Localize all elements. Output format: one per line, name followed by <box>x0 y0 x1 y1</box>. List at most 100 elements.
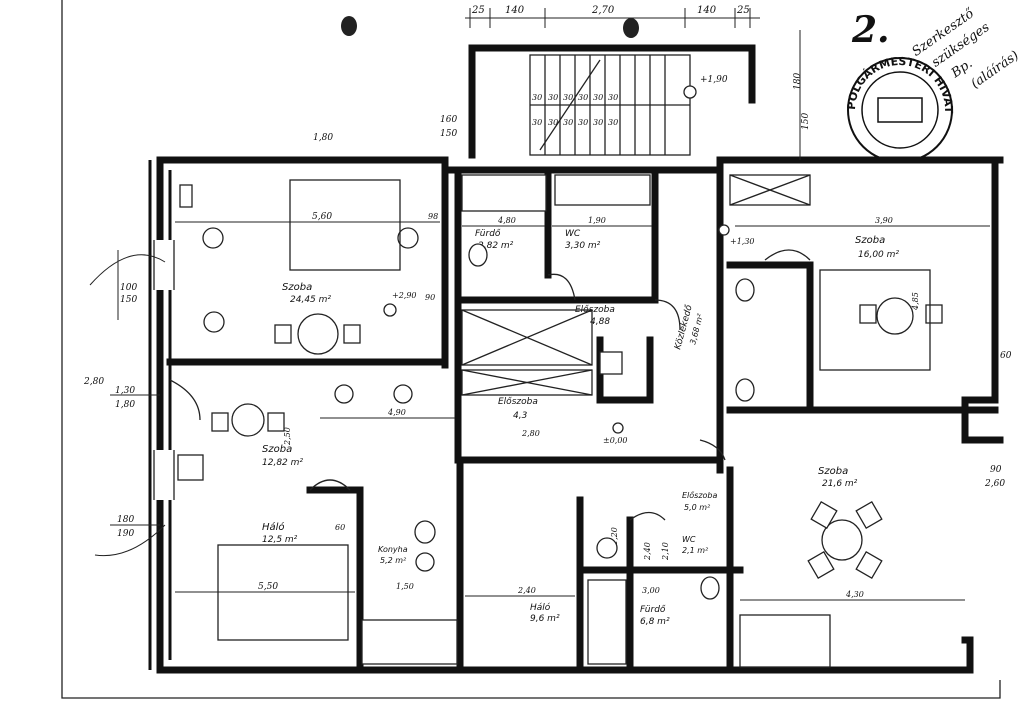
room-area: 21,6 m² <box>822 479 858 489</box>
svg-text:30: 30 <box>593 93 603 102</box>
furniture-living-room <box>179 179 419 355</box>
svg-text:98: 98 <box>428 212 438 221</box>
svg-text:30: 30 <box>548 93 558 102</box>
dim-label: 25 <box>471 5 485 16</box>
svg-text:150: 150 <box>120 295 137 305</box>
room-name: Szoba <box>818 466 848 477</box>
svg-text:30: 30 <box>608 118 618 127</box>
punch-hole <box>341 16 357 36</box>
room-area: 6,8 m² <box>640 617 670 627</box>
room-area: 5,0 m² <box>684 503 711 512</box>
svg-text:2,10: 2,10 <box>661 542 670 561</box>
svg-text:4,80: 4,80 <box>497 216 516 225</box>
room-name: Előszoba <box>682 491 718 500</box>
level-marks: +2,90 +1,30 ±0,00 <box>383 224 755 445</box>
room-area: 16,00 m² <box>858 250 899 260</box>
svg-text:±0,00: ±0,00 <box>603 436 628 445</box>
svg-text:1,80: 1,80 <box>115 400 135 410</box>
svg-text:3,00: 3,00 <box>642 586 660 595</box>
svg-text:180: 180 <box>793 73 803 90</box>
svg-text:(aláírás): (aláírás) <box>968 48 1021 92</box>
svg-text:2,40: 2,40 <box>517 586 536 595</box>
room-labels: Szoba 24,45 m² Fürdő 2,82 m² WC 3,30 m² … <box>262 229 899 627</box>
svg-text:100: 100 <box>120 283 137 293</box>
svg-text:2,80: 2,80 <box>521 429 540 438</box>
room-area: 4,3 <box>513 411 528 421</box>
svg-text:30: 30 <box>563 118 573 127</box>
svg-text:30: 30 <box>532 118 542 127</box>
svg-text:2,60: 2,60 <box>984 479 1005 489</box>
official-stamp: POLGÁRMESTERI HIVATAL <box>0 0 955 163</box>
room-area: 3,30 m² <box>565 241 601 251</box>
svg-text:3,90: 3,90 <box>875 216 893 225</box>
top-dimension-chain: 25 140 2,70 140 25 <box>465 5 760 28</box>
room-name: WC <box>565 229 581 239</box>
svg-text:30: 30 <box>532 93 542 102</box>
svg-text:1,30: 1,30 <box>115 386 135 396</box>
svg-text:30: 30 <box>608 93 618 102</box>
room-area: 12,5 m² <box>262 535 298 545</box>
svg-text:+1,30: +1,30 <box>730 237 755 246</box>
room-area: 5,2 m² <box>380 556 407 565</box>
furniture-bedroom <box>177 384 413 641</box>
svg-text:90: 90 <box>425 293 435 302</box>
svg-text:30: 30 <box>563 93 573 102</box>
svg-text:2,40: 2,40 <box>643 542 652 561</box>
sheet-border <box>61 0 1001 699</box>
room-area: 4,88 <box>590 317 610 327</box>
inner-walls <box>166 156 999 674</box>
svg-text:4,90: 4,90 <box>387 408 406 417</box>
room-area: 2,1 m² <box>682 546 709 555</box>
svg-text:1,50: 1,50 <box>396 582 414 591</box>
svg-text:5,60: 5,60 <box>312 212 332 222</box>
room-name: Háló <box>262 521 285 533</box>
svg-text:60: 60 <box>1000 351 1012 361</box>
room-name: Háló <box>530 602 551 613</box>
punch-hole <box>623 18 639 38</box>
svg-text:160: 160 <box>440 115 457 125</box>
svg-text:1,20: 1,20 <box>610 527 619 545</box>
svg-text:2,50: 2,50 <box>283 427 292 446</box>
room-name: Fürdő <box>640 605 666 615</box>
dim-label: 25 <box>736 5 750 16</box>
svg-text:POLGÁRMESTERI HIVATAL: POLGÁRMESTERI HIVATAL <box>0 0 955 114</box>
bathroom-fixtures <box>361 174 755 665</box>
left-windows <box>153 240 175 500</box>
svg-text:30: 30 <box>578 118 588 127</box>
room-name: WC <box>682 535 696 544</box>
room-area: 24,45 m² <box>290 295 331 305</box>
room-name: Konyha <box>378 545 408 554</box>
furniture-room-right <box>729 174 943 371</box>
room-name: Előszoba <box>575 305 615 315</box>
door-swings <box>169 249 811 521</box>
shafts <box>461 309 593 396</box>
svg-text:90: 90 <box>990 465 1002 475</box>
svg-text:2,80: 2,80 <box>83 377 104 387</box>
svg-text:+2,90: +2,90 <box>392 291 417 300</box>
svg-text:4,30: 4,30 <box>845 590 864 599</box>
room-name: Szoba <box>855 235 885 246</box>
room-name: Szoba <box>262 444 292 455</box>
level-mark: +1,90 <box>700 75 728 85</box>
svg-text:150: 150 <box>801 113 811 130</box>
room-name: Előszoba <box>498 397 538 407</box>
svg-text:30: 30 <box>593 118 603 127</box>
svg-text:190: 190 <box>117 529 134 539</box>
right-dimension-chain: 90 2,60 60 180 150 <box>793 30 1012 489</box>
svg-text:150: 150 <box>440 129 457 139</box>
room-name: Szoba <box>282 282 312 293</box>
stair-dimensions: 160 150 1,80 <box>313 115 457 143</box>
room-area: 12,82 m² <box>262 458 303 468</box>
stairwell: 30 30 30 30 30 30 30 30 30 30 30 30 +1,9… <box>468 44 756 159</box>
svg-text:180: 180 <box>117 515 134 525</box>
inner-dimensions: 5,60 4,80 1,90 3,90 4,90 2,80 2,50 5,50 … <box>175 212 990 601</box>
handwritten-notes: Szerkesztő szükséges Bp. (aláírás) <box>909 6 1021 92</box>
svg-text:4,85: 4,85 <box>911 292 920 311</box>
svg-text:1,80: 1,80 <box>313 133 333 143</box>
dim-label: 140 <box>505 5 525 16</box>
room-area: 2,82 m² <box>478 241 514 251</box>
left-dimension-chain: 1,30 1,80 2,80 100 150 180 190 <box>83 250 166 557</box>
svg-text:5,50: 5,50 <box>258 582 278 592</box>
svg-text:30: 30 <box>578 93 588 102</box>
